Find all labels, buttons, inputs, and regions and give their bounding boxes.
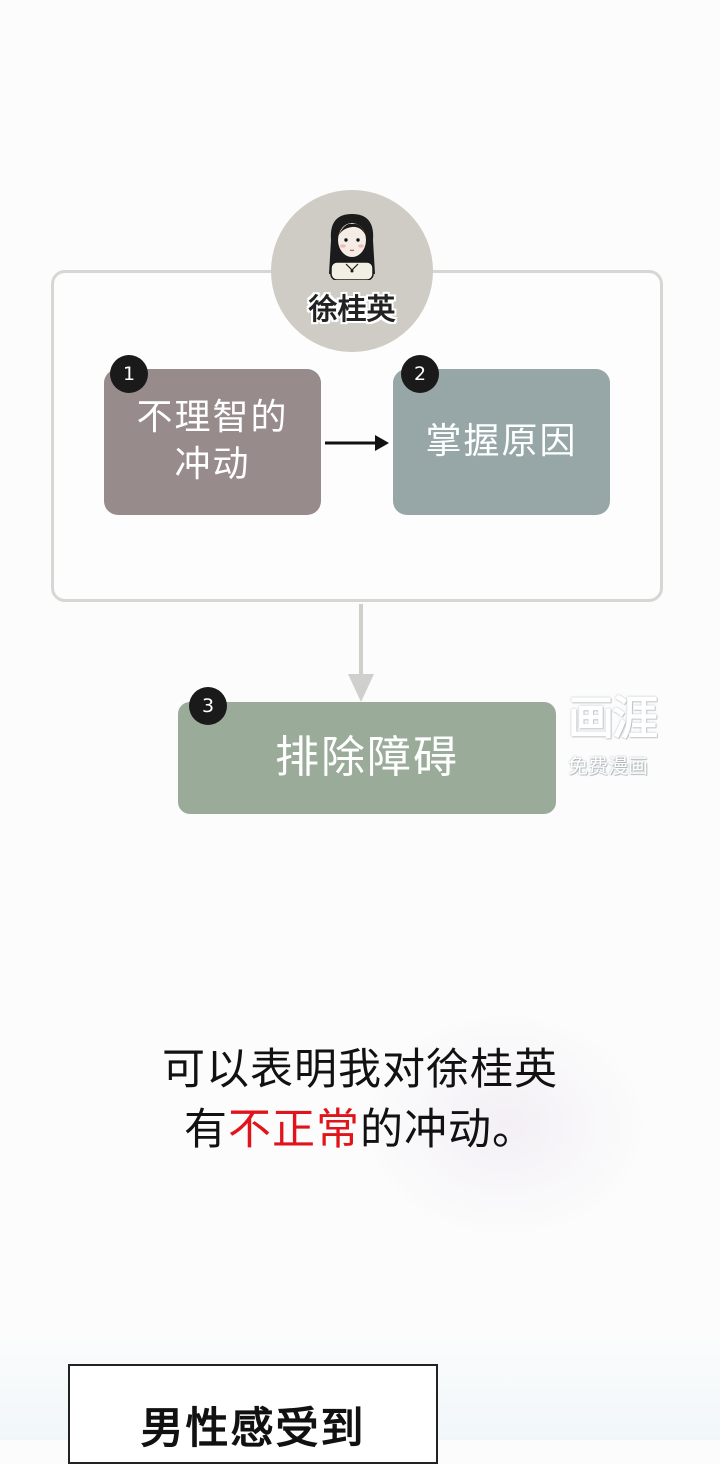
arrow-down-icon — [348, 604, 374, 702]
watermark: 画涯 免费漫画 — [568, 682, 688, 779]
step-2-number-badge: 2 — [401, 355, 439, 393]
caption: 可以表明我对徐桂英 有不正常的冲动。 — [0, 1040, 720, 1160]
step-1-number-badge: 1 — [110, 355, 148, 393]
arrow-right-icon — [325, 435, 389, 451]
step-1-label-line1: 不理智的 — [136, 397, 289, 439]
avatar: 徐桂英 — [271, 190, 433, 352]
step-3-box: 排除障碍 — [178, 702, 556, 814]
watermark-subtitle: 免费漫画 — [568, 754, 648, 778]
step-2-label: 掌握原因 — [425, 420, 578, 462]
caption-highlight: 不正常 — [228, 1105, 360, 1155]
step-1-label-line2: 冲动 — [174, 444, 251, 485]
caption-suffix: 的冲动。 — [360, 1105, 536, 1155]
person-name-label: 徐桂英 — [308, 292, 396, 326]
step-3-number-badge: 3 — [189, 687, 227, 725]
step-2-box: 掌握原因 — [393, 369, 610, 515]
next-panel-text-box: 男性感受到 — [68, 1364, 438, 1464]
caption-prefix: 有 — [184, 1105, 228, 1155]
watermark-logo: 画涯 — [568, 691, 658, 745]
woman-avatar-icon — [329, 214, 375, 280]
caption-line-1: 可以表明我对徐桂英 — [162, 1045, 558, 1095]
step-3-label: 排除障碍 — [275, 732, 459, 784]
background-glow — [360, 1010, 650, 1240]
step-1-box: 不理智的 冲动 — [104, 369, 321, 515]
next-panel-text: 男性感受到 — [140, 1404, 366, 1454]
caption-line-2: 有不正常的冲动。 — [0, 1100, 720, 1160]
